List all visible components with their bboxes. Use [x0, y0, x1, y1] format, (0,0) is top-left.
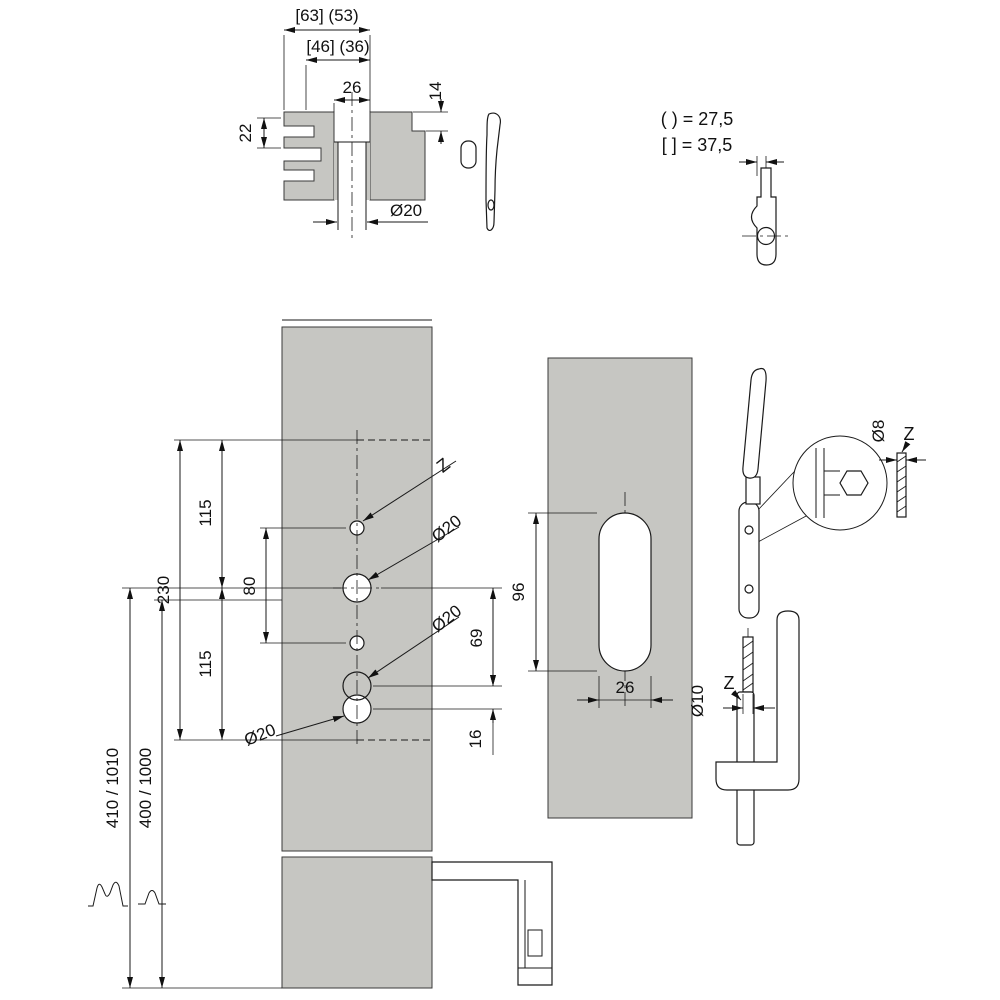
dim-230-label: 230 [154, 576, 173, 604]
detail-circle-content [815, 448, 869, 518]
rosette-screw-bottom [744, 584, 754, 594]
bore-top-label: Ø20 [428, 511, 465, 546]
handle-lever-side [715, 610, 800, 791]
spindle-pin-d8 [896, 452, 907, 518]
handle-detail-top: Ø8 Z [738, 367, 926, 619]
dim-96-label: 96 [509, 583, 528, 602]
faceplate-slot [598, 512, 652, 672]
spindle-pin-d8-threads [896, 455, 907, 513]
dim-bore-label: Ø20 [390, 201, 422, 220]
z-view-top-label: Z [904, 424, 915, 444]
faceplate-view: 96 26 [509, 357, 693, 819]
dim-total-right-label: 400 / 1000 [136, 748, 155, 828]
dim-inner-label: [46] (36) [306, 37, 369, 56]
lever-hole [487, 199, 495, 211]
handle-neck [745, 476, 761, 505]
locking-lever [485, 112, 501, 232]
profile-bar-lower [281, 856, 433, 989]
spindle-pin-d10-threads [742, 640, 754, 691]
gearbox-hidden-outline [357, 439, 432, 741]
bore-mid-label: Ø20 [428, 601, 465, 636]
hex-screw-icon [839, 470, 869, 496]
dim-115-lower-label: 115 [196, 650, 215, 677]
profile-section-left [283, 111, 335, 201]
bore-bottom-label: Ø20 [241, 720, 278, 750]
d8-dimension-lines [879, 441, 926, 463]
legend-bracket-label: [ ] = 37,5 [662, 135, 733, 155]
z-reference-label: Z [433, 454, 454, 477]
dim-step-label: 14 [426, 82, 445, 101]
dim-total-left-label: 410 / 1010 [103, 748, 122, 828]
legend-paren-label: ( ) = 27,5 [661, 109, 734, 129]
main-profile-view: Z Ø20 Ø20 Ø20 115 115 80 230 410 / 1010 … [88, 319, 553, 989]
variant-legend: ( ) = 27,5 [ ] = 37,5 [661, 109, 792, 266]
seal-ring [460, 140, 477, 169]
leader-lines [275, 460, 460, 737]
d10-dimension-lines [723, 690, 775, 714]
z-view-bottom-label: Z [724, 673, 735, 693]
section-lines [334, 92, 370, 240]
dim-26-slot-label: 26 [616, 678, 635, 697]
profile-type-icon-b [138, 890, 166, 905]
dim-80-label: 80 [240, 577, 259, 596]
channel-wall-left [334, 142, 338, 200]
left-dimension-lines [127, 440, 269, 988]
profile-type-icon-a [88, 881, 128, 907]
dim-d8-label: Ø8 [869, 420, 888, 443]
section-view: [63] (53) [46] (36) 26 14 22 Ø20 [236, 6, 501, 240]
dim-outer-label: [63] (53) [295, 6, 358, 25]
dim-69-label: 69 [467, 629, 486, 648]
frame-corner-outline [431, 861, 553, 986]
detail-tangent-lower [757, 514, 809, 543]
striker-plate [750, 167, 777, 266]
profile-section-right [369, 111, 426, 201]
faceplate-dimension-lines [528, 512, 673, 708]
handle-detail-bottom: Ø10 Z [688, 610, 800, 846]
handle-rosette [738, 501, 760, 619]
right-dimension-lines [373, 587, 502, 755]
handle-grip [742, 367, 767, 479]
dim-115-upper-label: 115 [196, 499, 215, 526]
rosette-screw-top [744, 525, 754, 535]
dim-side-label: 22 [236, 124, 255, 143]
dim-16-label: 16 [466, 730, 485, 749]
section-dimension-lines [257, 27, 448, 225]
channel-wall-right [366, 142, 370, 200]
dim-slot-label: 26 [343, 78, 362, 97]
dim-d10-label: Ø10 [688, 685, 707, 717]
frame-corner-details [518, 880, 552, 969]
left-extension-lines [122, 439, 357, 989]
